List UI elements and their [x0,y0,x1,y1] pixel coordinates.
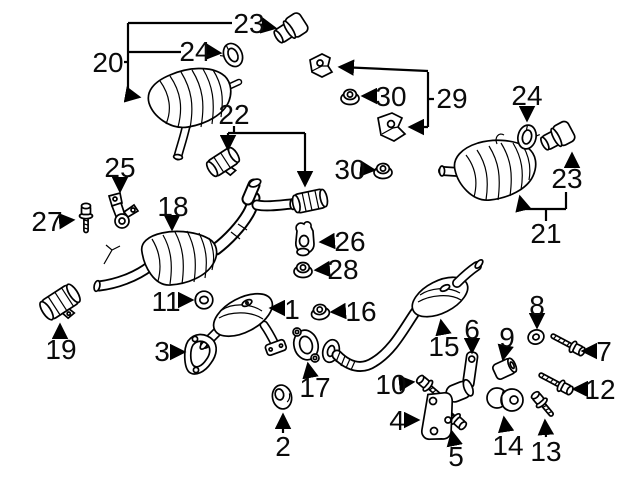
tailpipe-tip-top [273,12,309,44]
callout-4[interactable]: 4 [389,405,405,436]
double-grommet-14 [486,387,524,412]
bolt-27 [78,202,94,234]
callout-11[interactable]: 11 [151,286,180,317]
callout-26[interactable]: 26 [334,226,365,257]
front-pipe-assembly [321,258,484,372]
callout-30-upper[interactable]: 30 [375,81,406,112]
callout-24-top[interactable]: 24 [179,36,210,67]
callout-23-right[interactable]: 23 [551,163,582,194]
ring-gasket-17 [292,327,320,363]
rear-muffler-left [147,67,243,161]
callout-5[interactable]: 5 [448,441,464,472]
support-bracket-plate-4 [420,391,454,441]
callout-25[interactable]: 25 [104,152,135,183]
callout-9[interactable]: 9 [499,322,515,353]
callout-28[interactable]: 28 [327,254,358,285]
flange-nut-30-lower [373,162,393,180]
callout-12[interactable]: 12 [584,374,615,405]
callout-1[interactable]: 1 [284,294,300,325]
spacer-sleeve-9 [492,357,518,381]
flange-nut-16 [309,302,332,322]
grommet-nut-11 [194,290,214,310]
bolt-7 [547,329,588,359]
callout-21[interactable]: 21 [530,218,561,249]
hanger-bracket-lower [377,112,407,142]
callout-8[interactable]: 8 [529,290,545,321]
callout-22[interactable]: 22 [218,99,249,130]
callout-24-right[interactable]: 24 [511,80,542,111]
hanger-bracket-upper [309,53,334,78]
bolt-12 [535,368,576,398]
callout-2[interactable]: 2 [275,431,291,462]
callout-6[interactable]: 6 [464,314,480,345]
callout-3[interactable]: 3 [154,336,170,367]
callout-7[interactable]: 7 [596,336,612,367]
center-muffler [103,230,218,286]
oval-grommet-2 [271,384,293,410]
callout-14[interactable]: 14 [492,430,523,461]
bolt-13 [527,388,559,421]
callout-13[interactable]: 13 [530,436,561,467]
exhaust-clamp-right [516,124,540,150]
hanger-bracket-center [294,221,315,257]
callout-16[interactable]: 16 [345,296,376,327]
flange-nut-28 [293,261,313,279]
catalytic-converter [199,292,288,357]
pipe-coupler-left [205,146,241,178]
callout-17[interactable]: 17 [299,372,330,403]
callout-18[interactable]: 18 [157,191,188,222]
callout-27[interactable]: 27 [31,206,62,237]
leader-lines [51,17,598,448]
callout-30-lower[interactable]: 30 [334,154,365,185]
triangular-gasket [183,333,217,375]
pipe-clamp-sleeve-19 [39,283,81,321]
callout-19[interactable]: 19 [45,334,76,365]
y-pipe [209,178,297,256]
callout-29[interactable]: 29 [436,83,467,114]
rear-muffler-right [438,133,537,201]
callout-23-top[interactable]: 23 [233,8,264,39]
hanger-bracket-roller [107,191,140,229]
washer-8 [527,329,545,345]
callout-15[interactable]: 15 [428,331,459,362]
tailpipe-tip-right [540,120,576,151]
exhaust-clamp-top [219,42,244,68]
callout-10[interactable]: 10 [375,369,406,400]
flange-nut-30-upper [340,88,360,106]
callout-20[interactable]: 20 [92,47,123,78]
center-muffler-inlet-pipe [93,260,156,293]
pipe-coupler-right [291,188,329,214]
